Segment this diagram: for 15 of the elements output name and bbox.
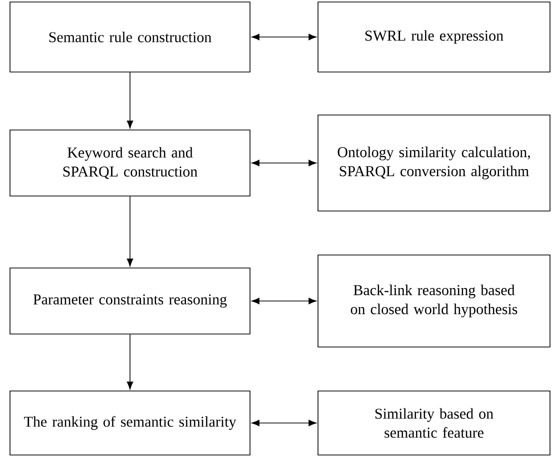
process-box: Keyword search and SPARQL construction: [10, 130, 250, 196]
arrow: [252, 160, 316, 166]
process-box: Similarity based on semantic feature: [318, 390, 550, 456]
process-box: Ontology similarity calculation, SPARQL conversion algorithm: [318, 114, 550, 212]
arrow: [126, 334, 134, 390]
process-box: SWRL rule expression: [318, 2, 550, 72]
process-box: Parameter constraints reasoning: [10, 268, 250, 334]
process-box: Semantic rule construction: [10, 2, 250, 72]
arrow: [252, 298, 316, 304]
arrow: [252, 34, 316, 40]
arrow: [126, 72, 134, 128]
arrow: [126, 196, 134, 266]
process-box: The ranking of semantic similarity: [10, 390, 250, 456]
process-box: Back-link reasoning based on closed world hypothesis: [318, 254, 550, 348]
arrow: [252, 420, 316, 426]
